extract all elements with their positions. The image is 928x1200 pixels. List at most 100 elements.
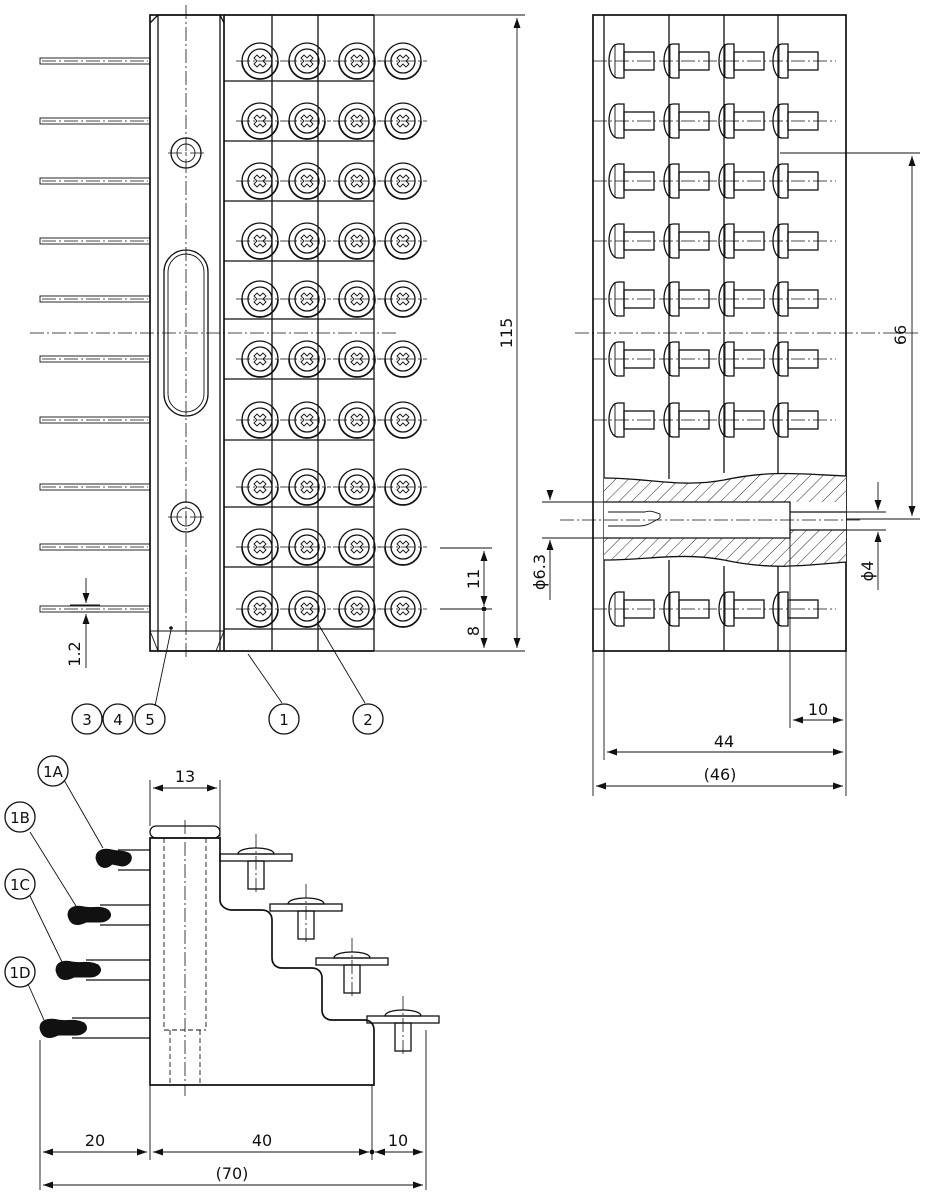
screw bbox=[379, 42, 427, 80]
screw bbox=[236, 42, 284, 80]
balloon-1c-label: 1C bbox=[10, 876, 30, 894]
side-screw bbox=[608, 591, 655, 627]
screw bbox=[236, 590, 284, 628]
side-screw bbox=[663, 43, 710, 79]
screw bbox=[379, 280, 427, 318]
screw bbox=[283, 42, 331, 80]
side-screw bbox=[772, 43, 819, 79]
screw-row bbox=[224, 102, 427, 142]
dim-40-label: 40 bbox=[252, 1131, 272, 1150]
screw-row bbox=[224, 468, 427, 508]
dimension-44: 44 bbox=[603, 651, 843, 760]
profile-screw bbox=[315, 938, 389, 998]
side-screw bbox=[718, 223, 765, 259]
side-screw bbox=[772, 103, 819, 139]
screw bbox=[333, 222, 381, 260]
side-screw bbox=[608, 281, 655, 317]
side-screw bbox=[772, 223, 819, 259]
base-rail bbox=[149, 5, 225, 660]
pin bbox=[39, 416, 151, 424]
dimension-d4: ϕ4 bbox=[846, 482, 886, 590]
screw bbox=[333, 42, 381, 80]
pins bbox=[39, 57, 151, 613]
dimension-70: (70) bbox=[43, 1164, 423, 1189]
screw bbox=[236, 468, 284, 506]
side-screw bbox=[718, 103, 765, 139]
side-screw bbox=[663, 103, 710, 139]
dimension-8: 8 bbox=[464, 612, 488, 648]
side-screw bbox=[772, 163, 819, 199]
dim-d4-label: ϕ4 bbox=[858, 561, 877, 582]
dimension-1-2: 1.2 bbox=[65, 578, 100, 668]
pin bbox=[39, 543, 151, 551]
screw bbox=[379, 401, 427, 439]
screw bbox=[379, 162, 427, 200]
dim-11-label: 11 bbox=[464, 569, 483, 589]
screw-row bbox=[224, 340, 427, 380]
screw-row bbox=[224, 528, 427, 568]
profile-leaders bbox=[27, 779, 104, 1021]
screw bbox=[333, 102, 381, 140]
balloon-3: 3 bbox=[71, 703, 103, 735]
screw bbox=[379, 340, 427, 378]
screw bbox=[333, 590, 381, 628]
pin bbox=[39, 117, 151, 125]
balloon-1a-label: 1A bbox=[43, 763, 64, 781]
side-screw bbox=[663, 163, 710, 199]
screw bbox=[236, 222, 284, 260]
front-view: 115 11 8 1.2 3 bbox=[30, 5, 525, 735]
screw bbox=[283, 468, 331, 506]
screw-row bbox=[224, 42, 427, 82]
balloon-4-label: 4 bbox=[113, 711, 123, 729]
pin bbox=[39, 295, 151, 303]
side-screw bbox=[608, 223, 655, 259]
dimension-10-side: 10 bbox=[789, 538, 847, 796]
screw bbox=[283, 340, 331, 378]
side-screw bbox=[772, 402, 819, 438]
screw bbox=[283, 280, 331, 318]
dim-13-label: 13 bbox=[175, 767, 195, 786]
side-screw bbox=[663, 281, 710, 317]
profile-screw bbox=[219, 834, 293, 894]
profile-screw bbox=[269, 884, 343, 944]
screw bbox=[283, 162, 331, 200]
dimension-d6-3: ϕ6.3 bbox=[530, 490, 604, 600]
pin bbox=[39, 355, 151, 363]
dim-10-side-label: 10 bbox=[808, 700, 828, 719]
profile-wires bbox=[39, 848, 150, 1039]
screw-row bbox=[224, 222, 427, 262]
screw bbox=[379, 528, 427, 566]
side-screw bbox=[718, 43, 765, 79]
side-screw bbox=[608, 103, 655, 139]
screw bbox=[283, 590, 331, 628]
dimension-13: 13 bbox=[149, 767, 221, 838]
dim-46-label: (46) bbox=[704, 765, 737, 784]
profile-screw bbox=[366, 996, 440, 1056]
side-screw bbox=[663, 223, 710, 259]
side-screw bbox=[663, 402, 710, 438]
screw bbox=[379, 590, 427, 628]
screw bbox=[379, 102, 427, 140]
balloon-1b-label: 1B bbox=[10, 809, 30, 827]
screw bbox=[236, 280, 284, 318]
screw-rows bbox=[224, 42, 427, 630]
side-screws bbox=[593, 43, 836, 627]
screw bbox=[236, 162, 284, 200]
screw bbox=[379, 468, 427, 506]
balloon-4: 4 bbox=[102, 703, 134, 735]
dim-115-label: 115 bbox=[497, 318, 516, 349]
pin bbox=[39, 237, 151, 245]
screw-row bbox=[224, 401, 427, 441]
profile-screws bbox=[219, 834, 440, 1056]
screw-row bbox=[224, 280, 427, 320]
pin bbox=[39, 605, 151, 613]
screw bbox=[236, 102, 284, 140]
side-screw bbox=[663, 341, 710, 377]
screw bbox=[333, 468, 381, 506]
dim-70-label: (70) bbox=[216, 1164, 249, 1183]
side-screw bbox=[718, 591, 765, 627]
dimension-11: 11 bbox=[440, 547, 492, 612]
dimension-46: (46) bbox=[592, 651, 843, 796]
balloon-5-label: 5 bbox=[145, 711, 155, 729]
side-screw bbox=[608, 402, 655, 438]
